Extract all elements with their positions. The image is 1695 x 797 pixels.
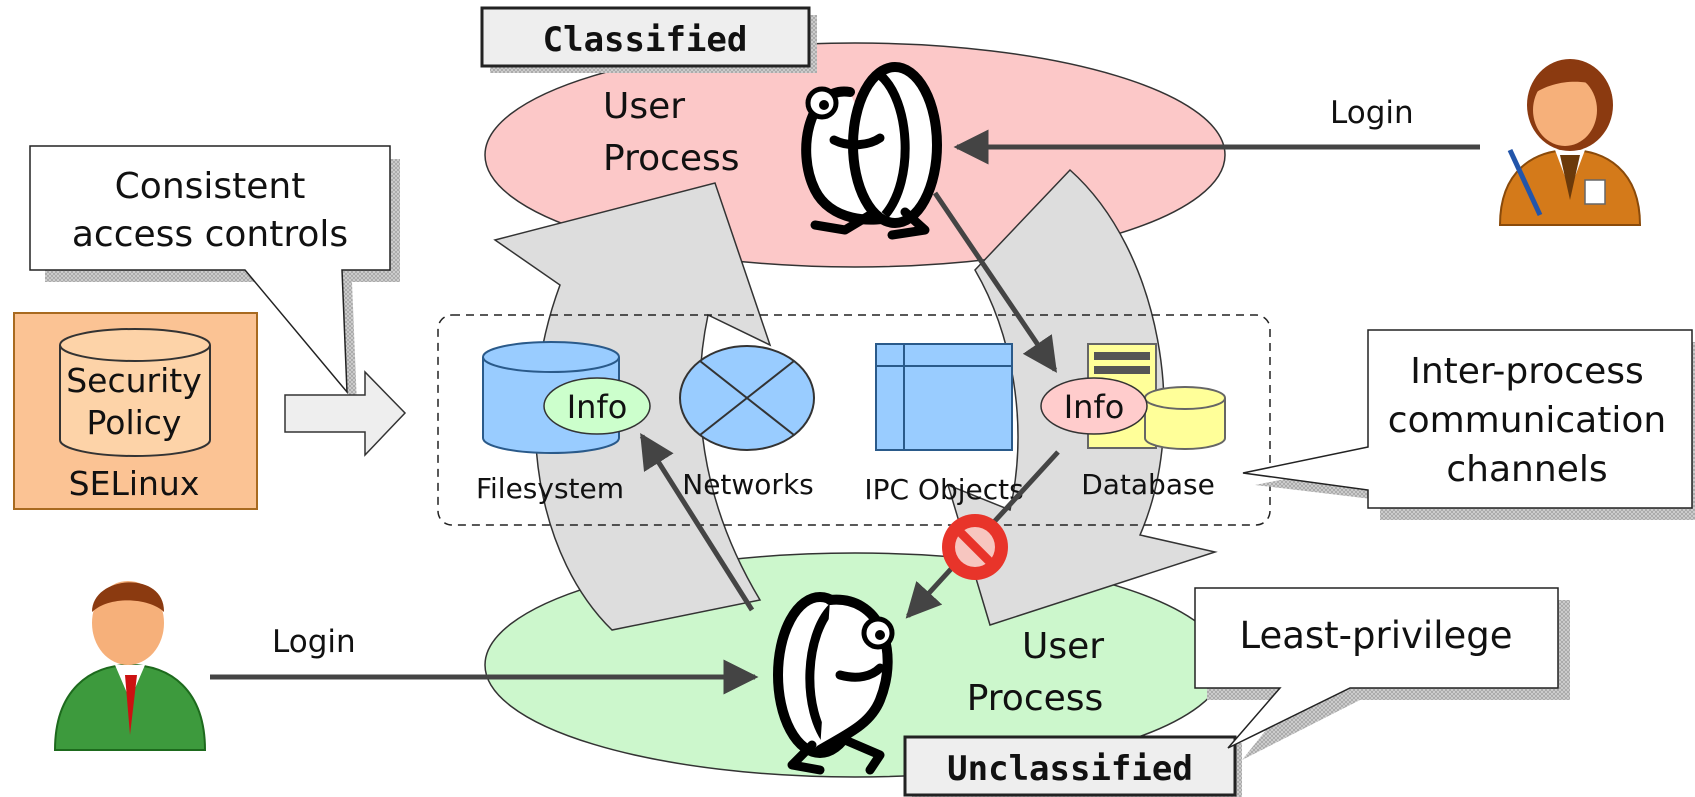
unclassified-label-box — [903, 735, 1237, 797]
networks-label: Networks — [682, 468, 814, 501]
user-process-bottom-line2: Process — [967, 678, 1104, 719]
classified-process-icon — [801, 62, 942, 240]
unclassified-user-icon — [53, 581, 207, 751]
read-filesystem-arrow — [639, 433, 755, 612]
login-top-label: Login — [1330, 95, 1414, 131]
networks-icon — [679, 345, 815, 451]
policy-database-icon — [59, 328, 211, 457]
resources-region — [437, 314, 1271, 526]
callout-ipc — [1242, 329, 1693, 509]
info-database: Info — [1064, 388, 1125, 426]
user-process-top-line1: User — [603, 86, 685, 127]
user-process-bottom-line1: User — [1022, 626, 1104, 667]
deny-icon — [942, 514, 1008, 580]
filesystem-label: Filesystem — [476, 472, 624, 505]
classified-label-box — [480, 6, 811, 68]
selinux-label: SELinux — [69, 464, 200, 503]
info-filesystem: Info — [567, 388, 628, 426]
callout-consistent-line1: Consistent — [115, 166, 306, 207]
write-flow-arrow — [932, 191, 1058, 373]
ipc-objects-icon — [875, 343, 1013, 451]
callout-ipc-line1: Inter-process — [1410, 351, 1644, 392]
unclassified-label: Unclassified — [947, 749, 1193, 789]
callout-ipc-line2: communication — [1388, 400, 1666, 441]
info-database-bubble — [1040, 377, 1148, 435]
callout-consistent — [29, 145, 391, 395]
user-process-top-line2: Process — [603, 138, 740, 179]
policy-line2: Policy — [87, 403, 182, 442]
ipc-objects-label: IPC Objects — [864, 473, 1023, 506]
policy-line1: Security — [66, 361, 202, 400]
unclassified-process-icon — [773, 592, 895, 775]
database-label: Database — [1081, 468, 1215, 501]
callout-least-privilege-text: Least-privilege — [1240, 614, 1513, 657]
classified-user-icon — [1498, 59, 1642, 226]
policy-arrow — [284, 370, 407, 457]
info-filesystem-bubble — [543, 377, 651, 435]
callout-ipc-line3: channels — [1446, 449, 1607, 490]
login-bottom-label: Login — [272, 624, 356, 660]
classified-label: Classified — [543, 20, 748, 60]
callout-least-privilege — [1194, 587, 1559, 749]
callout-consistent-line2: access controls — [72, 214, 348, 255]
